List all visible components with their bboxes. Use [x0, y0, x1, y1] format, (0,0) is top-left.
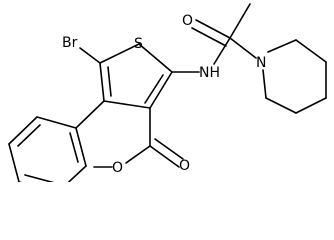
piperidine-bond-1 — [267, 39, 297, 53]
bond-c5-br — [79, 47, 101, 64]
atom-label-s: S — [134, 36, 143, 52]
piperidine-bond-2 — [295, 39, 327, 63]
bond-c-o-double — [195, 19, 231, 39]
phenyl-bond-6 — [75, 127, 87, 167]
atom-label-nh: NH — [199, 65, 220, 81]
phenyl-bond-3 — [8, 143, 20, 182]
bond-c2-c3 — [149, 71, 173, 109]
bond-c2-c3-double — [144, 74, 164, 104]
phenyl-bond-1 — [36, 116, 77, 129]
methyl-ester — [93, 107, 184, 168]
bond-nh-c — [213, 37, 231, 65]
piperidine-bond-6 — [262, 69, 267, 99]
phenyl-bond-2 — [8, 116, 38, 145]
bond-c-methyl — [229, 3, 251, 39]
atom-label-o-ester: O — [112, 160, 123, 176]
phenyl-double-3 — [69, 132, 79, 163]
atom-label-o-ester-carbonyl: O — [179, 158, 190, 174]
piperidine-bond-4 — [295, 97, 327, 114]
amide-chain — [171, 3, 257, 73]
bond-c4-c5-double — [107, 66, 112, 97]
bond-c4-phenyl — [75, 100, 105, 129]
bond-ester-c-o-double-2 — [154, 138, 184, 160]
thiophene-ring — [99, 43, 173, 109]
phenyl-double-2 — [24, 174, 55, 182]
piperidine-ring — [262, 39, 327, 114]
bond-c-n — [229, 37, 257, 59]
molecule-structure: Br S NH O N O O — [8, 3, 327, 182]
bond-s-c5 — [99, 43, 140, 64]
bond-ester-c-o-double — [149, 145, 180, 168]
piperidine-bond-5 — [265, 97, 297, 114]
bond-c3-c4 — [103, 100, 151, 109]
atom-label-br: Br — [62, 35, 78, 51]
bond-s-c2 — [138, 43, 173, 73]
atom-label-n-piperidine: N — [256, 55, 266, 71]
phenyl-double-1 — [17, 124, 41, 147]
bond-c-o-double-2 — [191, 27, 227, 47]
bond-c4-c5 — [99, 62, 105, 102]
atom-label-o-amide: O — [182, 13, 193, 29]
bond-ester-c-o — [125, 145, 151, 164]
phenyl-bond-5 — [67, 165, 87, 182]
phenyl-ring — [8, 100, 105, 182]
